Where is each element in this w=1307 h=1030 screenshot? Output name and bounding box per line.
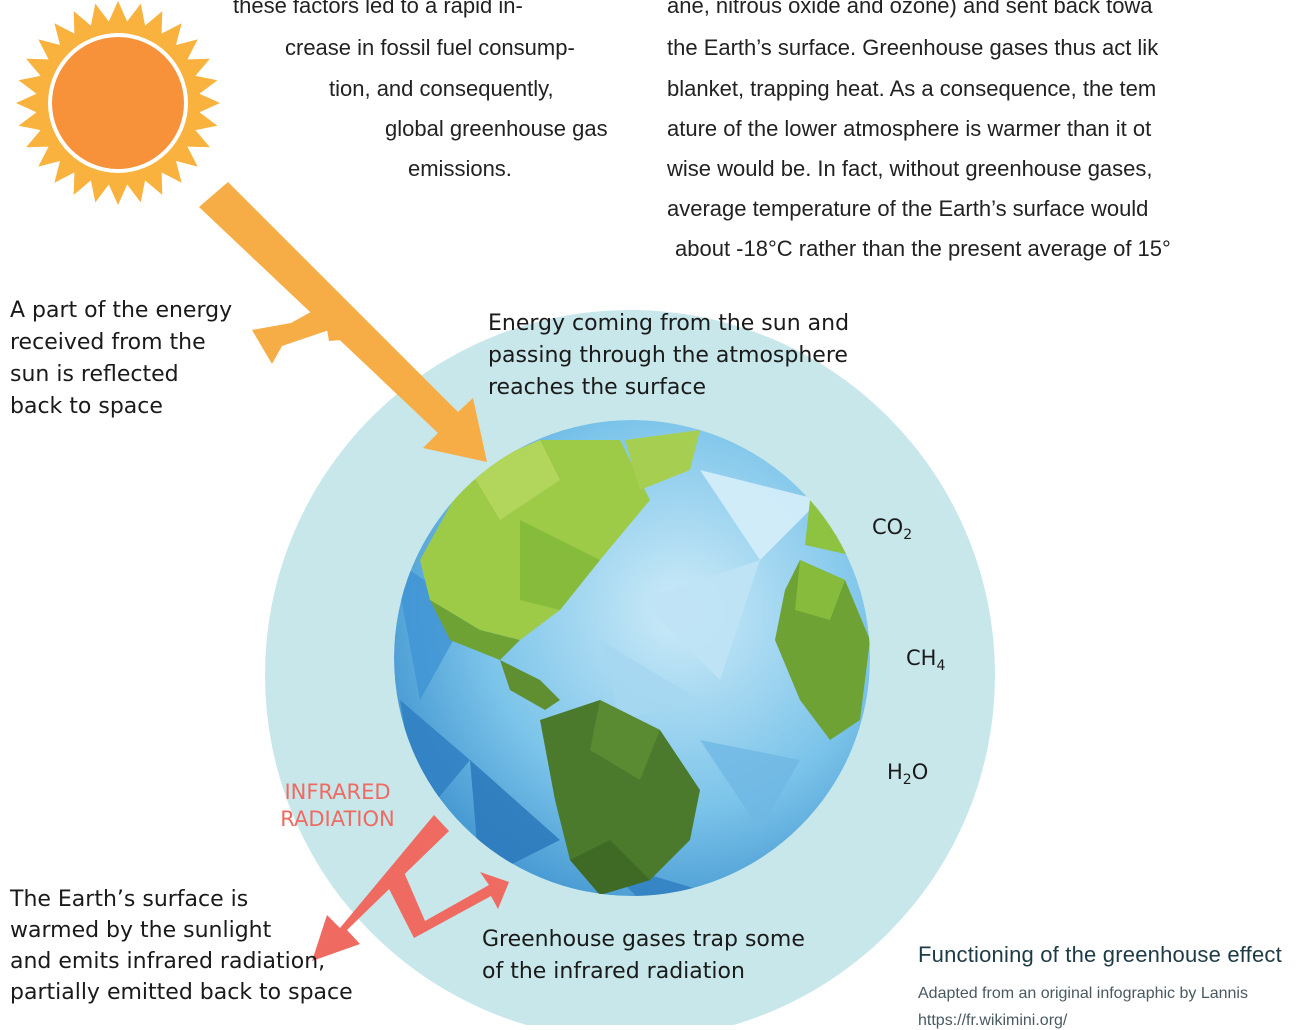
gas-ch4: CH4 — [906, 646, 945, 674]
intro-left-line: global greenhouse gas — [385, 116, 608, 141]
label-reflected-energy: A part of the energy received from the s… — [10, 295, 232, 423]
intro-right-line: blanket, trapping heat. As a consequence… — [667, 76, 1157, 101]
figure-caption-credit: Adapted from an original infographic by … — [918, 985, 1248, 1002]
label-line: The Earth’s surface is — [10, 887, 249, 912]
label-line: RADIATION — [280, 807, 395, 831]
label-line: received from the — [10, 330, 206, 355]
intro-right-line: ane, nitrous oxide and ozone) and sent b… — [667, 0, 1153, 18]
label-line: INFRARED — [284, 780, 391, 804]
figure-caption-url[interactable]: https://fr.wikimini.org/ — [918, 1012, 1068, 1029]
intro-right-line: the Earth’s surface. Greenhouse gases th… — [667, 35, 1159, 60]
gas-co2: CO2 — [872, 515, 912, 543]
label-line: warmed by the sunlight — [10, 918, 272, 943]
intro-right-line: average temperature of the Earth’s surfa… — [667, 196, 1149, 221]
gas-subscript: 4 — [936, 658, 946, 675]
figure-caption-title: Functioning of the greenhouse effect — [918, 942, 1282, 967]
infrared-radiation-arrows — [312, 815, 509, 961]
intro-right-line: wise would be. In fact, without greenhou… — [667, 156, 1153, 181]
label-line: Greenhouse gases trap some — [482, 927, 805, 952]
intro-right-line: about -18°C rather than the present aver… — [675, 236, 1171, 261]
gas-symbol: CO — [872, 515, 904, 539]
label-line: sun is reflected — [10, 362, 179, 387]
label-line: reaches the surface — [488, 375, 707, 400]
label-infrared-radiation: INFRARED RADIATION — [270, 779, 405, 833]
label-line: and emits infrared radiation, — [10, 949, 326, 974]
intro-left-line: crease in fossil fuel consump- — [285, 35, 575, 60]
intro-left-line: these factors led to a rapid in- — [233, 0, 523, 18]
label-incoming-energy: Energy coming from the sun and passing t… — [488, 308, 849, 404]
intro-right-line: ature of the lower atmosphere is warmer … — [667, 116, 1152, 141]
label-trapped-radiation: Greenhouse gases trap some of the infrar… — [482, 924, 805, 988]
label-line: passing through the atmosphere — [488, 343, 848, 368]
label-line: of the infrared radiation — [482, 959, 745, 984]
gas-h2o: H2O — [887, 760, 928, 788]
label-line: Energy coming from the sun and — [488, 311, 850, 336]
gas-symbol: O — [911, 760, 929, 784]
reflected-energy-arrow — [252, 300, 345, 364]
intro-left-line: tion, and consequently, — [329, 76, 554, 101]
label-line: A part of the energy — [10, 298, 233, 323]
gas-symbol: CH — [906, 646, 937, 670]
gas-subscript: 2 — [903, 527, 913, 544]
gas-subscript: 2 — [902, 772, 912, 789]
label-line: partially emitted back to space — [10, 980, 353, 1005]
gas-symbol: H — [887, 760, 903, 784]
label-line: back to space — [10, 394, 163, 419]
intro-left-line: emissions. — [408, 156, 512, 181]
sun — [16, 1, 220, 205]
earth-globe — [394, 420, 870, 896]
label-emitted-radiation: The Earth’s surface is warmed by the sun… — [10, 884, 353, 1008]
